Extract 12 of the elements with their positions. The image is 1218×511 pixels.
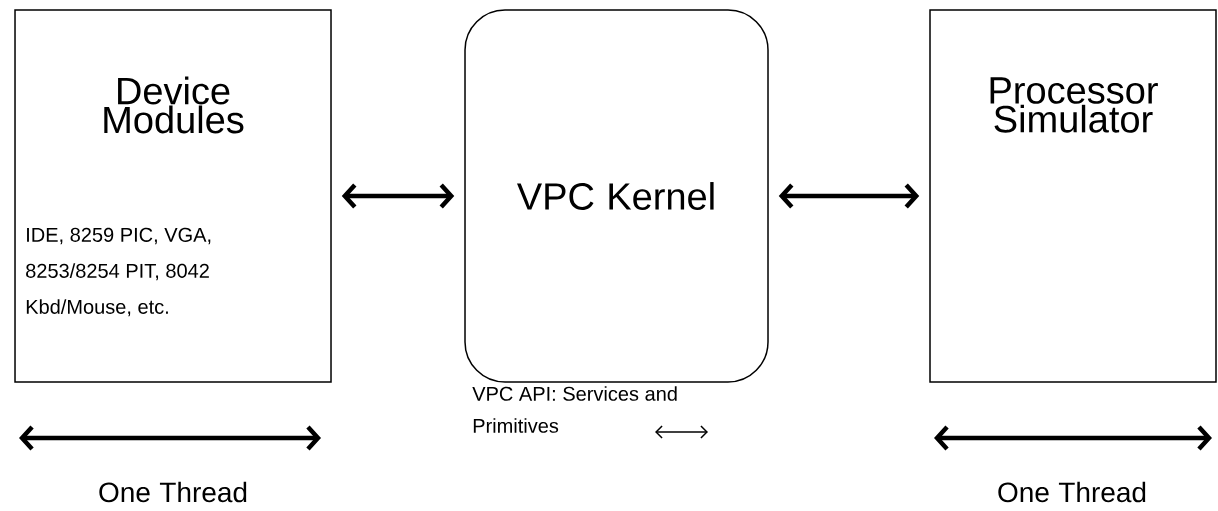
double-arrow [341, 183, 455, 209]
box-title: Device Modules [104, 76, 244, 134]
box-title: VPC Kernel [517, 182, 714, 210]
legend-text: VPC API: Services and Primitives [472, 386, 677, 433]
module-box [929, 9, 1217, 383]
box-description: IDE, 8259 PIC, VGA, 8253/8254 PIT, 8042 Kbd/Mouse, etc. [26, 227, 211, 317]
module-box [14, 9, 332, 383]
kernel-box [464, 9, 769, 383]
thread-label: One Thread [998, 481, 1146, 503]
box-title: Processor Simulator [990, 77, 1158, 133]
double-arrow [778, 183, 920, 209]
thread-label: One Thread [99, 481, 247, 503]
